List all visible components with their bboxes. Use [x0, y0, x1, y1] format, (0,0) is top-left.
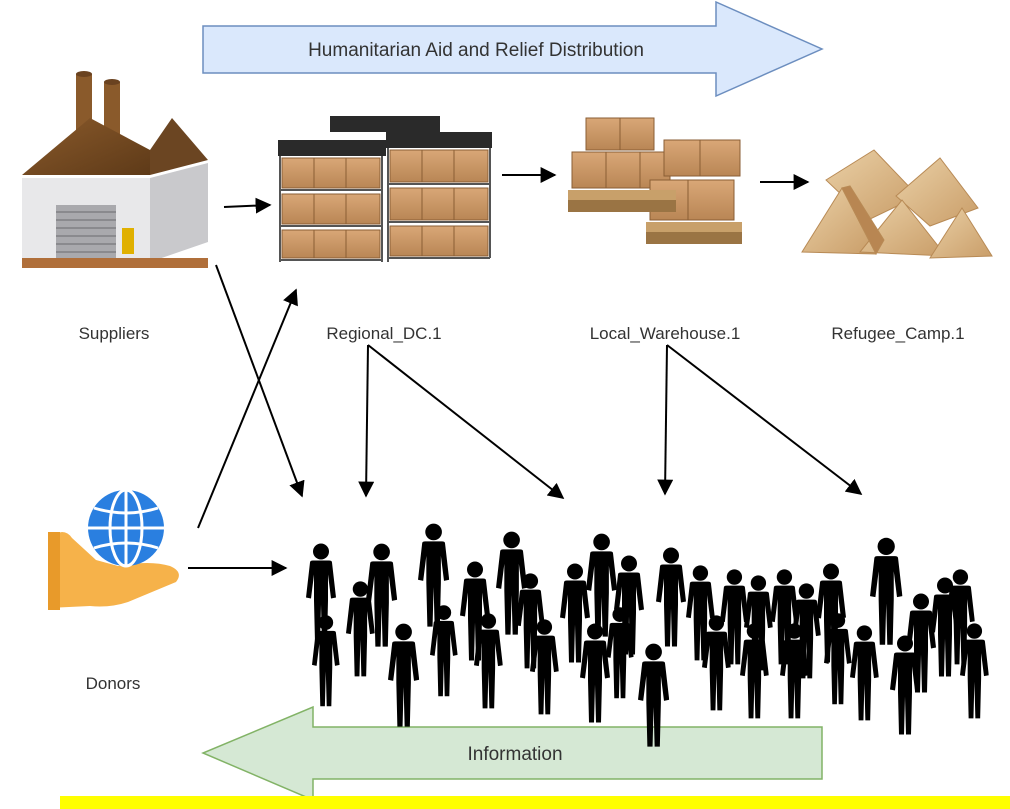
refugee-camp-label: Refugee_Camp.1: [831, 324, 964, 343]
person-silhouette: [850, 625, 879, 721]
globe-in-hand-icon: [48, 488, 179, 610]
arrow-regional-dc-to-crowd-a: [358, 344, 375, 498]
person-silhouette: [388, 623, 420, 727]
bottom-banner-label: Information: [467, 744, 562, 765]
person-silhouette: [496, 531, 528, 635]
arrow-local-warehouse-to-crowd-a: [657, 344, 674, 496]
warehouse-racks-icon: [278, 116, 492, 262]
suppliers-label: Suppliers: [79, 324, 150, 343]
donors-label: Donors: [86, 674, 141, 693]
arrow-suppliers-to-regional-dc: [223, 197, 272, 214]
crowd-icon: [306, 523, 989, 747]
local-warehouse-label: Local_Warehouse.1: [590, 324, 741, 343]
top-banner-arrow: Humanitarian Aid and Relief Distribution: [202, 0, 824, 98]
regional-dc-label: Regional_DC.1: [326, 324, 441, 343]
person-silhouette: [580, 623, 610, 723]
highlight-bar: [60, 796, 1010, 809]
top-banner-label: Humanitarian Aid and Relief Distribution: [308, 40, 644, 61]
flow-arrows: [188, 167, 863, 576]
person-silhouette: [430, 605, 458, 697]
person-silhouette: [870, 537, 903, 645]
bottom-banner-arrow: Information: [201, 705, 823, 802]
arrow-regional-dc-to-crowd-b: [367, 344, 565, 499]
person-silhouette: [586, 533, 618, 637]
tents-icon: [801, 149, 993, 259]
person-silhouette: [656, 547, 686, 647]
arrow-donors-to-regional-dc: [197, 288, 298, 529]
factory-icon: [22, 71, 208, 268]
arrow-local-warehouse-to-crowd-b: [666, 344, 863, 495]
pallet-boxes-icon: [568, 117, 742, 244]
